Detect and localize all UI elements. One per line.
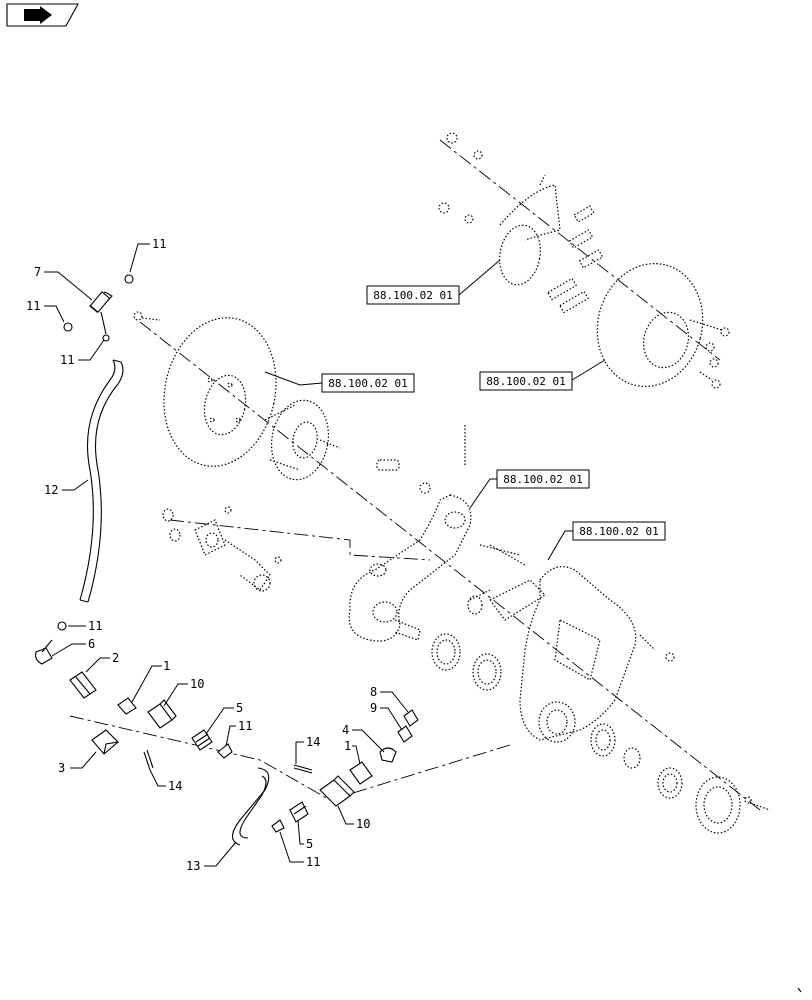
callout-3: 3 xyxy=(58,751,97,775)
svg-text:5: 5 xyxy=(306,837,313,851)
pin-assembly xyxy=(162,506,282,592)
svg-text:3: 3 xyxy=(58,761,65,775)
callout-13: 13 xyxy=(186,841,237,873)
svg-text:14: 14 xyxy=(168,779,182,793)
fitting-5-lower xyxy=(289,801,309,823)
svg-text:9: 9 xyxy=(370,701,377,715)
ref-lower-right[interactable]: 88.100.02 01 xyxy=(547,521,666,561)
svg-text:14: 14 xyxy=(306,735,320,749)
svg-text:88.100.02 01: 88.100.02 01 xyxy=(373,289,452,302)
axle-centerline xyxy=(139,321,761,811)
svg-text:5: 5 xyxy=(236,701,243,715)
link-arm xyxy=(348,494,472,642)
svg-text:7: 7 xyxy=(34,265,41,279)
svg-text:88.100.02 01: 88.100.02 01 xyxy=(486,375,565,388)
ref-upper-right[interactable]: 88.100.02 01 xyxy=(479,359,606,391)
brake-disc xyxy=(133,311,277,467)
adapter-2 xyxy=(69,671,97,699)
pin-14-left xyxy=(143,749,154,771)
valve-block-10-left xyxy=(147,699,177,729)
fitting-1-left xyxy=(117,697,137,715)
pin-14-right xyxy=(293,764,313,774)
svg-text:6: 6 xyxy=(88,637,95,651)
svg-text:11: 11 xyxy=(26,299,40,313)
callout-2: 2 xyxy=(85,651,119,673)
callout-11-center: 11 xyxy=(225,719,252,747)
svg-text:13: 13 xyxy=(186,859,200,873)
callout-5-lower: 5 xyxy=(297,819,313,851)
callout-1-right: 1 xyxy=(344,739,361,765)
valve-block-10-right xyxy=(319,775,355,807)
callout-10-right: 10 xyxy=(337,805,370,831)
fitting-1-right xyxy=(349,761,373,785)
bearings xyxy=(431,633,771,834)
svg-text:11: 11 xyxy=(60,353,74,367)
svg-text:11: 11 xyxy=(306,855,320,869)
clip-11-bottom xyxy=(271,819,285,833)
center-small-parts xyxy=(376,425,466,494)
callout-11-low: 11 xyxy=(68,619,102,633)
callout-11-left: 11 xyxy=(26,299,65,323)
svg-text:88.100.02 01: 88.100.02 01 xyxy=(328,377,407,390)
svg-text:11: 11 xyxy=(88,619,102,633)
clip-11-center xyxy=(217,743,233,759)
callout-7: 7 xyxy=(34,265,93,301)
fitting-5-upper xyxy=(191,729,213,751)
svg-text:1: 1 xyxy=(344,739,351,753)
svg-text:88.100.02 01: 88.100.02 01 xyxy=(503,473,582,486)
hose-12 xyxy=(79,359,124,603)
hose-13 xyxy=(231,767,270,846)
svg-text:1: 1 xyxy=(163,659,170,673)
upper-axis-line xyxy=(439,139,721,361)
callout-14-left: 14 xyxy=(149,769,182,793)
callout-11-mid: 11 xyxy=(60,339,105,367)
lower-link-centerline xyxy=(169,519,431,561)
corner-mark xyxy=(797,987,802,993)
fitting-8 xyxy=(403,709,419,727)
wheel-hub xyxy=(264,399,341,481)
callout-8: 8 xyxy=(370,685,409,713)
ref-middle[interactable]: 88.100.02 01 xyxy=(469,469,590,509)
svg-text:11: 11 xyxy=(152,237,166,251)
callout-11-bottom: 11 xyxy=(279,831,320,869)
callout-11-top: 11 xyxy=(129,237,166,273)
callout-1-left: 1 xyxy=(131,659,170,703)
callout-10-left: 10 xyxy=(163,677,204,707)
ref-upper-center[interactable]: 88.100.02 01 xyxy=(366,259,501,305)
hose-centerline xyxy=(69,715,511,801)
svg-text:10: 10 xyxy=(356,817,370,831)
upper-right-disc-assembly xyxy=(438,132,730,389)
callout-12: 12 xyxy=(44,479,89,497)
svg-text:11: 11 xyxy=(238,719,252,733)
callout-4: 4 xyxy=(342,723,385,753)
fitting-9 xyxy=(397,725,413,743)
svg-text:4: 4 xyxy=(342,723,349,737)
svg-text:12: 12 xyxy=(44,483,58,497)
elbow-fitting-6 xyxy=(35,621,67,665)
svg-text:2: 2 xyxy=(112,651,119,665)
callout-9: 9 xyxy=(370,701,403,731)
callout-6: 6 xyxy=(51,637,95,657)
callout-14-right: 14 xyxy=(295,735,320,764)
callout-5-upper: 5 xyxy=(205,701,243,735)
ref-disc-left[interactable]: 88.100.02 01 xyxy=(264,371,415,393)
axle-housing xyxy=(467,544,675,743)
back-arrow-icon[interactable] xyxy=(6,3,79,27)
svg-text:10: 10 xyxy=(190,677,204,691)
svg-text:88.100.02 01: 88.100.02 01 xyxy=(579,525,658,538)
tee-fitting-7 xyxy=(63,274,134,342)
block-3 xyxy=(91,729,119,755)
svg-text:8: 8 xyxy=(370,685,377,699)
